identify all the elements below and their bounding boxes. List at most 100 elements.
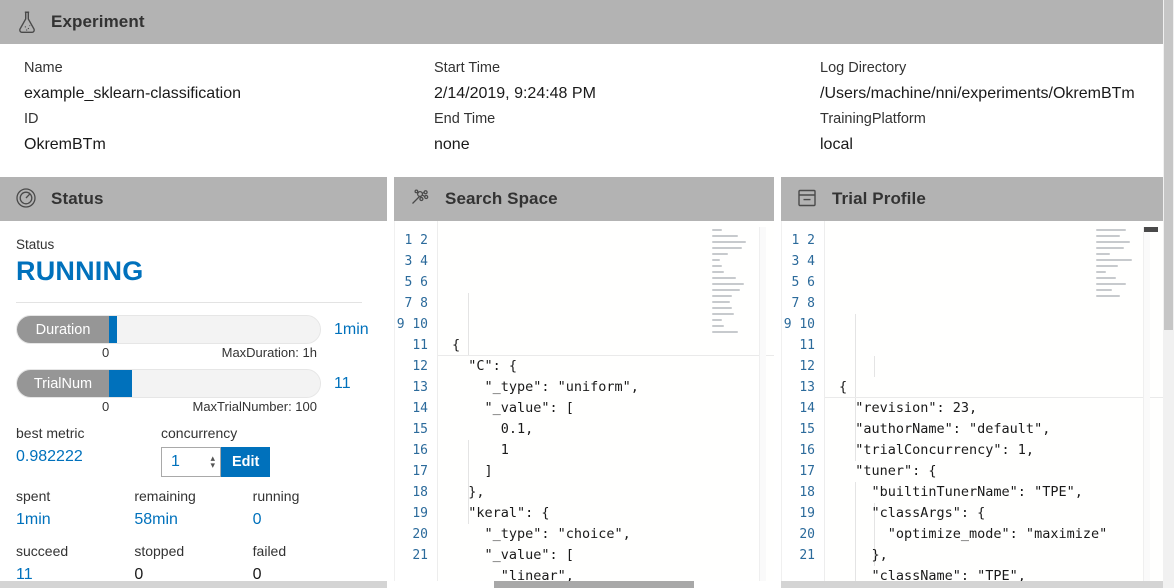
- duration-bar-track: [109, 316, 320, 343]
- duration-max-label: MaxDuration: 1h: [221, 345, 317, 360]
- status-title-text: Status: [51, 189, 104, 208]
- field-value-training-platform: local: [820, 136, 853, 153]
- field-label-log-directory: Log Directory: [820, 60, 907, 76]
- status-label: Status: [16, 237, 55, 252]
- trial-profile-body: 1 2 3 4 5 6 7 8 9 10 11 12 13 14 15 16 1…: [781, 221, 1170, 588]
- code-line: 1: [452, 442, 509, 458]
- failed-cell: failed 0: [253, 541, 371, 587]
- duration-bar-fill: [109, 316, 118, 343]
- status-horizontal-scrollbar[interactable]: [0, 581, 387, 588]
- search-space-vertical-scrollbar[interactable]: [759, 227, 766, 588]
- trialnum-bar-track: [109, 370, 320, 397]
- concurrency-control: 1 ▴ ▾ Edit: [161, 447, 321, 477]
- best-metric-value: 0.982222: [16, 448, 83, 465]
- search-space-minimap[interactable]: [712, 229, 756, 339]
- code-line: "revision": 23,: [839, 400, 978, 416]
- duration-progress-bar[interactable]: Duration: [16, 315, 321, 344]
- page-scrollbar[interactable]: [1163, 0, 1174, 588]
- trial-profile-editor[interactable]: 1 2 3 4 5 6 7 8 9 10 11 12 13 14 15 16 1…: [781, 221, 1170, 588]
- concurrency-stepper[interactable]: 1 ▴ ▾: [161, 447, 221, 477]
- graph-nodes-icon: [408, 186, 434, 212]
- trial-profile-code[interactable]: { "revision": 23, "authorName": "default…: [824, 221, 1170, 588]
- code-line: "_value": [: [452, 547, 574, 563]
- code-line: },: [452, 484, 485, 500]
- succeed-cell: succeed 11: [16, 541, 134, 587]
- search-space-line-numbers: 1 2 3 4 5 6 7 8 9 10 11 12 13 14 15 16 1…: [395, 221, 437, 588]
- code-line: ]: [452, 463, 493, 479]
- field-value-id: OkremBTm: [24, 136, 106, 153]
- status-title-bar: Status: [0, 177, 387, 221]
- trialnum-progress-row: TrialNum 11: [16, 369, 371, 398]
- code-line: {: [438, 335, 774, 356]
- code-line: 0.1,: [452, 421, 534, 437]
- trialnum-max-label: MaxTrialNumber: 100: [192, 399, 317, 414]
- succeed-value: 11: [16, 566, 33, 583]
- trial-profile-bottom-scrollbar[interactable]: [781, 581, 1170, 588]
- field-label-end-time: End Time: [434, 111, 496, 127]
- trialnum-bar-fill: [109, 370, 133, 397]
- panels-row: Status Status RUNNING Duration 1min: [0, 177, 1174, 588]
- metrics-row-3: succeed 11 stopped 0 failed 0: [16, 541, 371, 587]
- running-label: running: [252, 488, 300, 504]
- code-line: "_type": "choice",: [452, 526, 631, 542]
- search-space-editor[interactable]: 1 2 3 4 5 6 7 8 9 10 11 12 13 14 15 16 1…: [394, 221, 774, 588]
- code-line: "optimize_mode": "maximize": [839, 526, 1108, 542]
- trial-profile-scroll-thumb[interactable]: [1144, 227, 1158, 232]
- field-label-training-platform: TrainingPlatform: [820, 111, 926, 127]
- duration-value: 1min: [334, 320, 369, 338]
- code-line: "tuner": {: [839, 463, 937, 479]
- status-divider: [16, 302, 362, 303]
- concurrency-cell: concurrency 1 ▴ ▾ Edit: [161, 423, 321, 477]
- status-panel: Status Status RUNNING Duration 1min: [0, 177, 387, 588]
- remaining-label: remaining: [134, 488, 196, 504]
- duration-min-label: 0: [102, 345, 110, 360]
- code-line: "builtinTunerName": "TPE",: [839, 484, 1083, 500]
- experiment-col-name: Name example_sklearn-classification ID O…: [0, 56, 410, 158]
- field-label-start-time: Start Time: [434, 60, 501, 76]
- duration-bar-scale: 0 MaxDuration: 1h: [16, 345, 321, 360]
- status-value: RUNNING: [16, 256, 144, 286]
- status-body: Status RUNNING Duration 1min 0 MaxDurati…: [0, 221, 387, 588]
- code-line: "linear",: [452, 568, 574, 584]
- concurrency-value: 1: [171, 453, 180, 470]
- chevron-up-icon[interactable]: ▴: [210, 453, 215, 463]
- code-line: "className": "TPE",: [839, 568, 1026, 584]
- code-line: "classArgs": {: [839, 505, 986, 521]
- duration-bar-label: Duration: [17, 316, 109, 343]
- trial-profile-minimap[interactable]: [1096, 229, 1140, 309]
- trialnum-bar-scale: 0 MaxTrialNumber: 100: [16, 399, 321, 414]
- chevron-down-icon[interactable]: ▾: [210, 460, 215, 470]
- code-line: {: [825, 377, 1170, 398]
- search-space-title-bar: Search Space: [394, 177, 774, 221]
- metrics-row-1: best metric 0.982222 concurrency 1 ▴: [16, 423, 371, 477]
- failed-label: failed: [252, 543, 287, 559]
- trial-profile-vertical-scrollbar[interactable]: [1143, 227, 1150, 588]
- code-line: },: [839, 547, 888, 563]
- code-line: "_value": [: [452, 400, 574, 416]
- code-line: "trialConcurrency": 1,: [839, 442, 1035, 458]
- trialnum-bar-label: TrialNum: [17, 370, 109, 397]
- spent-cell: spent 1min: [16, 486, 134, 532]
- code-line: "authorName": "default",: [839, 421, 1051, 437]
- experiment-title-text: Experiment: [51, 12, 145, 31]
- gauge-icon: [14, 186, 40, 212]
- search-space-code[interactable]: { "C": { "_type": "uniform", "_value": […: [437, 221, 774, 588]
- trial-profile-title-text: Trial Profile: [832, 189, 926, 208]
- best-metric-cell: best metric 0.982222: [16, 423, 161, 477]
- stopped-label: stopped: [134, 543, 185, 559]
- experiment-col-time: Start Time 2/14/2019, 9:24:48 PM End Tim…: [410, 56, 796, 158]
- experiment-col-directory: Log Directory /Users/machine/nni/experim…: [796, 56, 1163, 158]
- stepper-arrows-icon[interactable]: ▴ ▾: [210, 453, 215, 470]
- search-space-bottom-scrollbar[interactable]: [394, 581, 774, 588]
- edit-concurrency-button[interactable]: Edit: [221, 447, 271, 477]
- stopped-value: 0: [134, 566, 144, 583]
- trialnum-value: 11: [334, 374, 351, 392]
- search-space-panel: Search Space 1 2 3 4 5 6 7 8 9 10 11 12 …: [394, 177, 774, 588]
- code-line: "keral": {: [452, 505, 550, 521]
- trialnum-progress-bar[interactable]: TrialNum: [16, 369, 321, 398]
- bottom-scrollbars: [0, 581, 1174, 588]
- spent-label: spent: [16, 488, 51, 504]
- page-scrollbar-thumb[interactable]: [1164, 0, 1173, 330]
- spent-value: 1min: [16, 511, 51, 528]
